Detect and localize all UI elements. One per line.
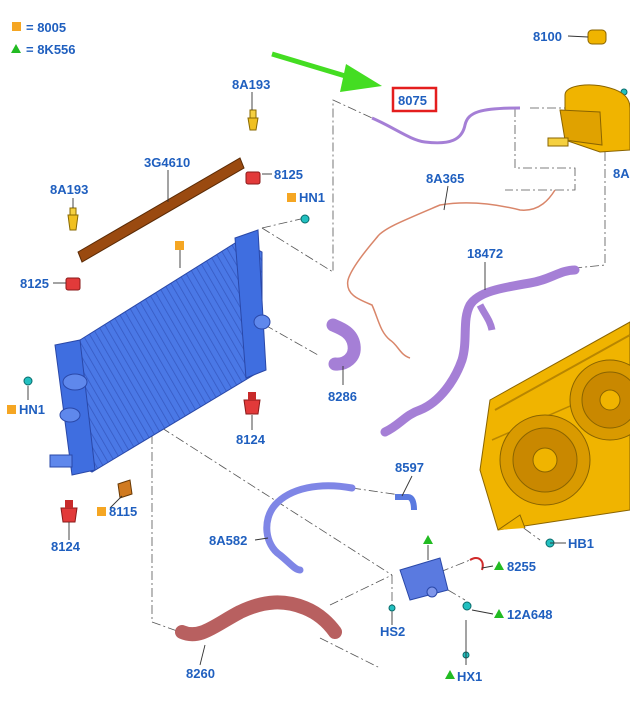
label-18472[interactable]: 18472 (467, 246, 503, 261)
label-8124-bottom[interactable]: 8124 (51, 539, 81, 554)
triangle-markers (423, 535, 504, 679)
hose-8260 (175, 595, 342, 642)
mount-8124-bottom (60, 507, 78, 523)
hose-8597 (395, 494, 417, 511)
mount-8124-mid (243, 399, 261, 415)
clip-8A193-top (247, 117, 259, 131)
leader-lines (27, 35, 589, 666)
legend-square-text: = 8005 (26, 20, 66, 35)
reservoir-cap (587, 29, 607, 45)
label-3G4610[interactable]: 3G4610 (144, 155, 190, 170)
label-HN1-top[interactable]: HN1 (299, 190, 325, 205)
label-8255[interactable]: 8255 (507, 559, 536, 574)
label-8125-top[interactable]: 8125 (274, 167, 303, 182)
hose-8075 (371, 106, 521, 145)
grommet-8125-left (65, 277, 81, 291)
grommet-8125-top (245, 171, 261, 185)
label-8286[interactable]: 8286 (328, 389, 357, 404)
hose-8A582 (263, 482, 356, 574)
label-8A193-left[interactable]: 8A193 (50, 182, 88, 197)
hose-18472 (380, 265, 580, 437)
label-12A648[interactable]: 12A648 (507, 607, 553, 622)
callout-box-8075[interactable] (391, 86, 438, 113)
deflector-3G4610 (77, 157, 245, 263)
label-8075[interactable]: 8075 (398, 93, 427, 108)
label-HS2[interactable]: HS2 (380, 624, 405, 639)
bracket-8115 (117, 479, 133, 499)
coolant-reservoir (547, 29, 630, 153)
label-8A582[interactable]: 8A582 (209, 533, 247, 548)
clip-8A193-left (67, 214, 79, 231)
highlight-arrow (271, 51, 382, 92)
legend-triangle-marker (11, 44, 21, 53)
square-markers (7, 193, 296, 516)
radiator (49, 229, 271, 476)
hoses (175, 106, 580, 642)
label-8115[interactable]: 8115 (109, 504, 137, 519)
tube-8A365 (346, 189, 556, 359)
label-HX1[interactable]: HX1 (457, 669, 482, 684)
label-8260[interactable]: 8260 (186, 666, 215, 681)
fan-shroud (479, 321, 630, 531)
part-labels: 8100 8075 8A193 3G4610 8125 HN1 8A193 8A… (19, 29, 630, 684)
label-8125-left[interactable]: 8125 (20, 276, 49, 291)
label-8597[interactable]: 8597 (395, 460, 424, 475)
label-HN1-left[interactable]: HN1 (19, 402, 45, 417)
label-8A193-top[interactable]: 8A193 (232, 77, 270, 92)
legend-square-marker (12, 22, 21, 31)
label-8100[interactable]: 8100 (533, 29, 562, 44)
label-8124-mid[interactable]: 8124 (236, 432, 266, 447)
hose-8286 (326, 318, 361, 371)
fasteners (23, 88, 628, 659)
legend-triangle-text: = 8K556 (26, 42, 76, 57)
label-8A-right[interactable]: 8A (613, 166, 630, 181)
label-HB1[interactable]: HB1 (568, 536, 594, 551)
coolant-outlet-housing (399, 557, 484, 601)
label-8A365[interactable]: 8A365 (426, 171, 464, 186)
legend: = 8005 = 8K556 (11, 20, 76, 57)
